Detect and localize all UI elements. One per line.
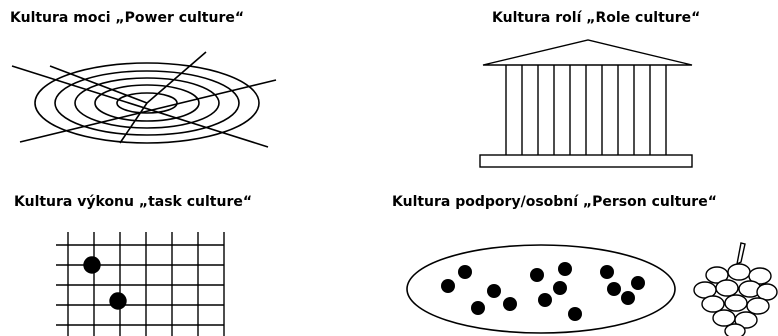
temple-columns (506, 65, 666, 155)
cluster-dots (441, 262, 645, 321)
role-culture-temple (480, 40, 692, 167)
task-culture-net (56, 232, 224, 336)
net-node (84, 257, 100, 273)
temple-roof (483, 40, 692, 65)
person-culture-cluster (407, 245, 675, 333)
grape-cluster (694, 243, 777, 336)
power-culture-web (12, 52, 276, 147)
net-node (110, 293, 126, 309)
net-verticals (68, 232, 224, 336)
net-horizontals (56, 245, 224, 325)
grape-stem (737, 243, 745, 264)
temple-base (480, 155, 692, 167)
